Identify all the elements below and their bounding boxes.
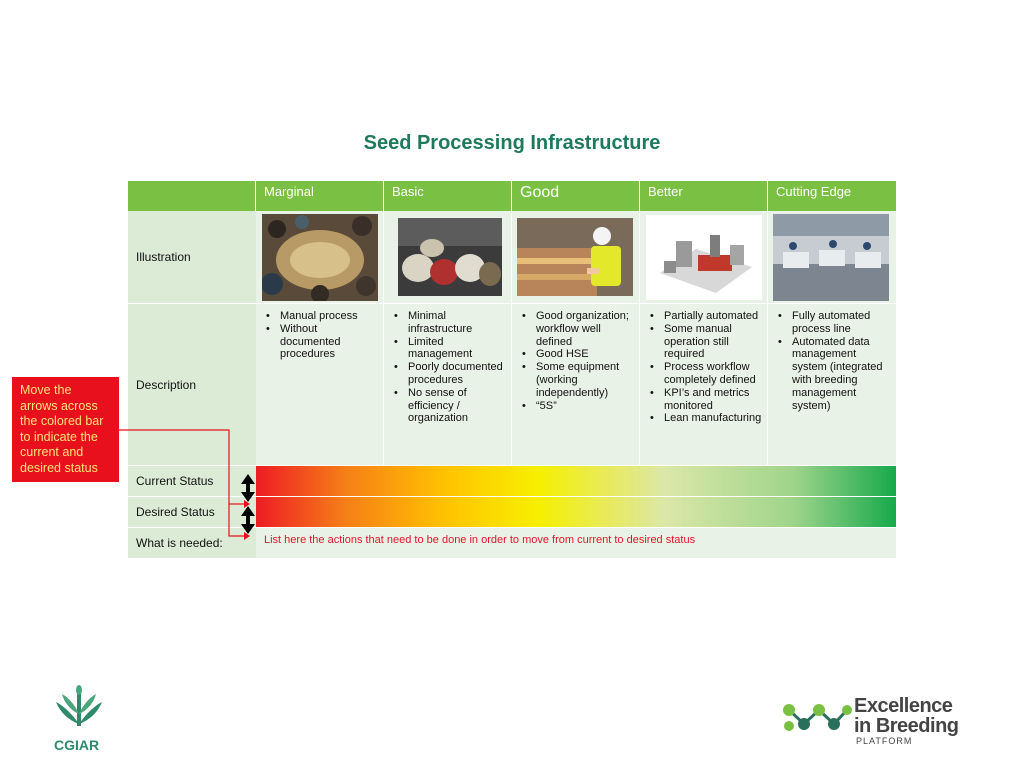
instruction-note: Move the arrows across the colored bar t…	[12, 377, 119, 482]
description-marginal: Manual process Without documented proced…	[256, 304, 384, 466]
bullet-item: KPI’s and metrics monitored	[650, 387, 763, 413]
description-cutting-edge: Fully automated process line Automated d…	[768, 304, 896, 466]
bullet-item: Limited management	[394, 336, 507, 362]
bullet-item: Automated data management system (integr…	[778, 336, 892, 413]
bullet-list-basic: Minimal infrastructure Limited managemen…	[384, 304, 511, 425]
bullet-item: Manual process	[266, 310, 379, 323]
bullet-list-good: Good organization; workflow well defined…	[512, 304, 639, 412]
row-label-current-status: Current Status	[128, 466, 256, 497]
row-label-desired-status: Desired Status	[128, 497, 256, 528]
header-cutting-edge: Cutting Edge	[768, 181, 896, 211]
illustration-better	[640, 211, 768, 304]
header-marginal: Marginal	[256, 181, 384, 211]
header-blank	[128, 181, 256, 211]
header-good: Good	[512, 181, 640, 211]
bullet-item: Fully automated process line	[778, 310, 892, 336]
cgiar-logo-text: CGIAR	[54, 737, 100, 753]
bullet-item: Without documented procedures	[266, 323, 379, 361]
description-better: Partially automated Some manual operatio…	[640, 304, 768, 466]
bullet-item: “5S”	[522, 400, 635, 413]
bullet-list-better: Partially automated Some manual operatio…	[640, 304, 767, 425]
photo-worker-conveyor	[517, 218, 633, 296]
bullet-item: Some manual operation still required	[650, 323, 763, 361]
description-basic: Minimal infrastructure Limited managemen…	[384, 304, 512, 466]
bullet-item: Lean manufacturing	[650, 412, 763, 425]
eib-logo-icon	[783, 704, 852, 731]
render-automated-line	[646, 215, 762, 300]
header-better: Better	[640, 181, 768, 211]
illustration-good	[512, 211, 640, 304]
bullet-list-marginal: Manual process Without documented proced…	[256, 304, 383, 361]
row-label-illustration: Illustration	[128, 211, 256, 304]
row-label-description: Description	[128, 304, 256, 466]
cgiar-logo-icon	[56, 685, 102, 726]
bullet-item: Good organization; workflow well defined	[522, 310, 635, 348]
bullet-item: Some equipment (working independently)	[522, 361, 635, 399]
bullet-item: Poorly documented procedures	[394, 361, 507, 387]
illustration-marginal	[256, 211, 384, 304]
eib-logo-line1: Excellence	[854, 695, 953, 717]
photo-seed-sacks	[398, 218, 502, 296]
bullet-item: Minimal infrastructure	[394, 310, 507, 336]
description-good: Good organization; workflow well defined…	[512, 304, 640, 466]
bullet-item: No sense of efficiency / organization	[394, 387, 507, 425]
current-status-arrow-icon[interactable]	[241, 474, 255, 502]
illustration-basic	[384, 211, 512, 304]
header-basic: Basic	[384, 181, 512, 211]
page-title: Seed Processing Infrastructure	[363, 132, 661, 154]
bullet-item: Partially automated	[650, 310, 763, 323]
eib-logo-line2: in Breeding	[854, 715, 959, 737]
bullet-list-cutting-edge: Fully automated process line Automated d…	[768, 304, 896, 412]
bullet-item: Process workflow completely defined	[650, 361, 763, 387]
photo-manual-seed-sorting	[262, 214, 378, 301]
what-is-needed-text[interactable]: List here the actions that need to be do…	[256, 528, 896, 559]
eib-logo-line3: PLATFORM	[856, 736, 913, 746]
current-status-bar[interactable]	[256, 466, 896, 496]
desired-status-arrow-icon[interactable]	[241, 506, 255, 534]
bullet-item: Good HSE	[522, 348, 635, 361]
row-label-what-is-needed: What is needed:	[128, 528, 256, 559]
photo-modern-facility	[773, 214, 889, 301]
desired-status-bar[interactable]	[256, 497, 896, 527]
illustration-cutting-edge	[768, 211, 896, 304]
